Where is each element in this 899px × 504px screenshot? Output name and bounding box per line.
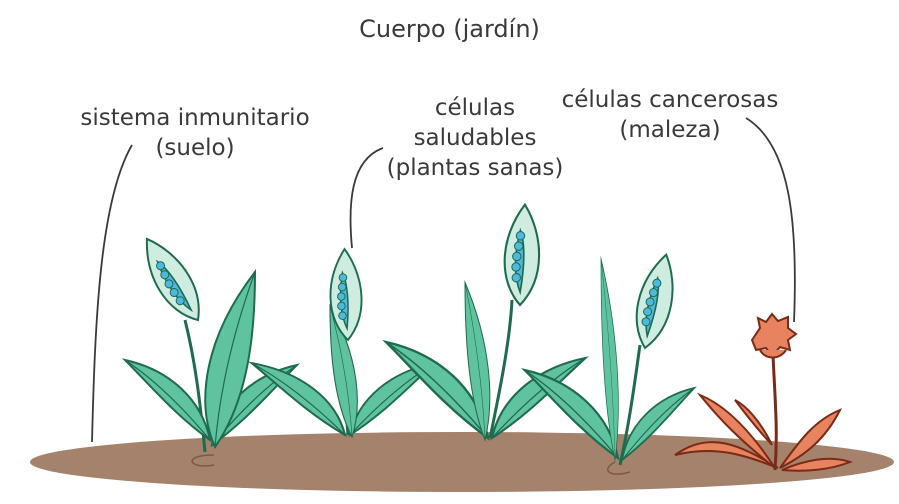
diagram-title: Cuerpo (jardín) (359, 15, 540, 43)
label-line: células cancerosas (561, 87, 779, 113)
healthy-plant-3 (384, 201, 587, 441)
leader-line-soil (91, 144, 133, 443)
label-line: saludables (413, 125, 537, 151)
leader-line-healthy (349, 147, 384, 249)
label-healthy-cells: células saludables (plantas sanas) (355, 93, 595, 183)
healthy-plant-2 (250, 247, 436, 438)
label-line: (plantas sanas) (386, 155, 564, 181)
label-line: células (434, 95, 516, 121)
label-cancer-cells: células cancerosas (maleza) (540, 85, 800, 145)
label-immune-system-soil: sistema inmunitario (suelo) (55, 103, 335, 163)
label-line: (suelo) (155, 135, 235, 161)
healthy-plant-1 (124, 228, 298, 467)
soil-ground (30, 432, 894, 492)
label-line: sistema inmunitario (80, 105, 310, 131)
weed-plant (674, 312, 853, 472)
healthy-plant-4 (523, 249, 696, 475)
label-line: (maleza) (619, 117, 721, 143)
leader-line-cancer (745, 117, 796, 323)
